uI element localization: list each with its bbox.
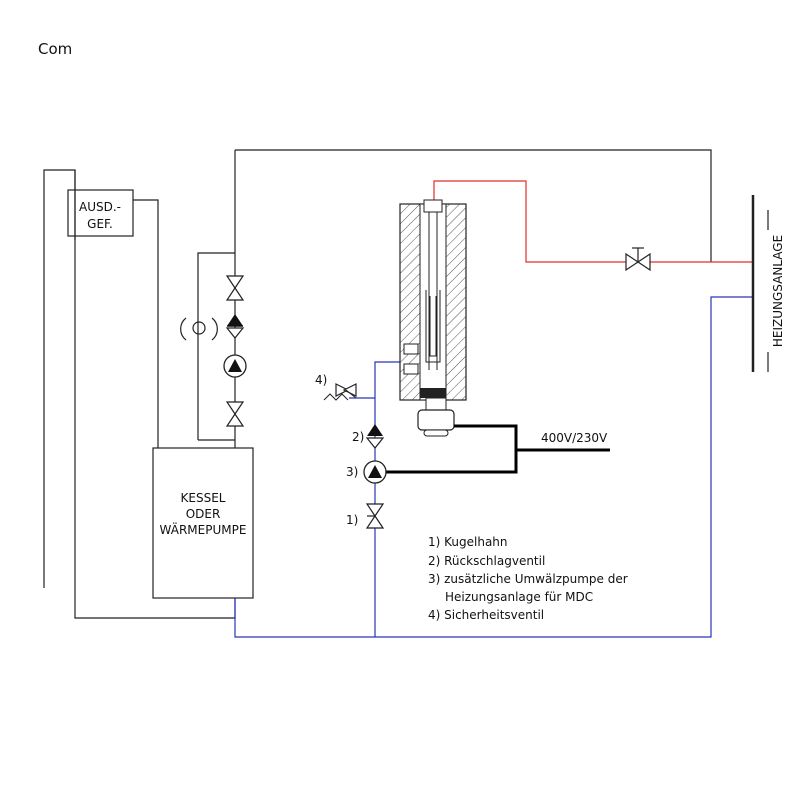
- legend-item: 4) Sicherheitsventil: [428, 608, 544, 622]
- safety-valve-icon: [323, 383, 357, 401]
- ball-valve-icon: [365, 503, 385, 529]
- boiler-label-1: KESSEL: [181, 491, 226, 505]
- pump-icon: [223, 354, 247, 378]
- heating-system-manifold: HEIZUNGSANLAGE: [751, 195, 785, 372]
- supply-frame: [235, 149, 712, 262]
- hot-water-line: [433, 180, 753, 272]
- legend-item: 1) Kugelhahn: [428, 535, 508, 549]
- boiler-supply-branch: [180, 150, 247, 448]
- expansion-vessel: AUSD.- GEF.: [67, 189, 159, 448]
- return-line: [234, 296, 753, 638]
- legend-item: Heizungsanlage für MDC: [445, 590, 593, 604]
- power-label: 400V/230V: [541, 431, 608, 445]
- flow-meter-icon: [180, 317, 218, 341]
- boiler-label-2: ODER: [186, 507, 221, 521]
- check-valve-icon: [365, 424, 385, 449]
- legend: 1) Kugelhahn 2) Rückschlagventil 3) zusä…: [428, 535, 628, 622]
- ball-valve-icon: [225, 275, 245, 301]
- boiler-label-3: WÄRMEPUMPE: [160, 522, 247, 537]
- heater-cross-section: [399, 199, 467, 437]
- check-valve-icon: [225, 314, 245, 339]
- legend-item: 3) zusätzliche Umwälzpumpe der: [428, 572, 628, 586]
- ball-valve-callout: 1): [346, 513, 358, 527]
- electric-supply: 400V/230V: [386, 424, 610, 474]
- check-valve-callout: 2): [352, 430, 364, 444]
- pump-callout: 3): [346, 465, 358, 479]
- expansion-vessel-label-1: AUSD.-: [79, 200, 121, 214]
- legend-item: 2) Rückschlagventil: [428, 554, 545, 568]
- gate-valve-icon: [625, 247, 651, 272]
- page-title: Com: [38, 40, 72, 58]
- expansion-vessel-label-2: GEF.: [87, 217, 113, 231]
- outer-return-loop: [43, 169, 236, 619]
- heating-system-label: HEIZUNGSANLAGE: [771, 235, 785, 347]
- safety-valve-callout: 4): [315, 373, 327, 387]
- boiler: KESSEL ODER WÄRMEPUMPE: [152, 447, 254, 599]
- pump-icon: [363, 460, 387, 484]
- ball-valve-icon: [225, 401, 245, 427]
